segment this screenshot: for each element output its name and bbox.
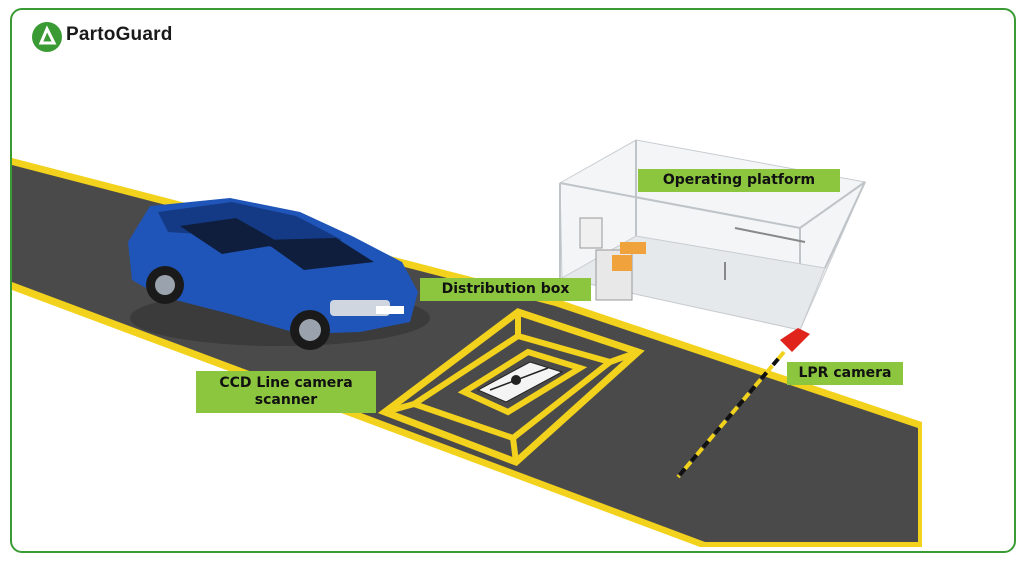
label-lpr-camera: LPR camera — [787, 362, 903, 385]
inspection-pad — [377, 308, 645, 467]
car — [128, 198, 430, 350]
label-operating-platform: Operating platform — [638, 169, 840, 192]
brand-name: PartoGuard — [66, 24, 173, 45]
partoguard-logo-icon — [32, 22, 62, 52]
logo-spacer — [28, 20, 60, 50]
barrier-gate — [676, 328, 810, 479]
label-ccd-line-2: scanner — [254, 392, 318, 408]
brand: PartoGuard — [28, 20, 173, 50]
label-ccd-line-1: CCD Line camera — [219, 375, 353, 391]
label-distribution-box: Distribution box — [420, 278, 591, 301]
label-ccd-line-camera: CCD Line camera scanner — [196, 371, 376, 413]
